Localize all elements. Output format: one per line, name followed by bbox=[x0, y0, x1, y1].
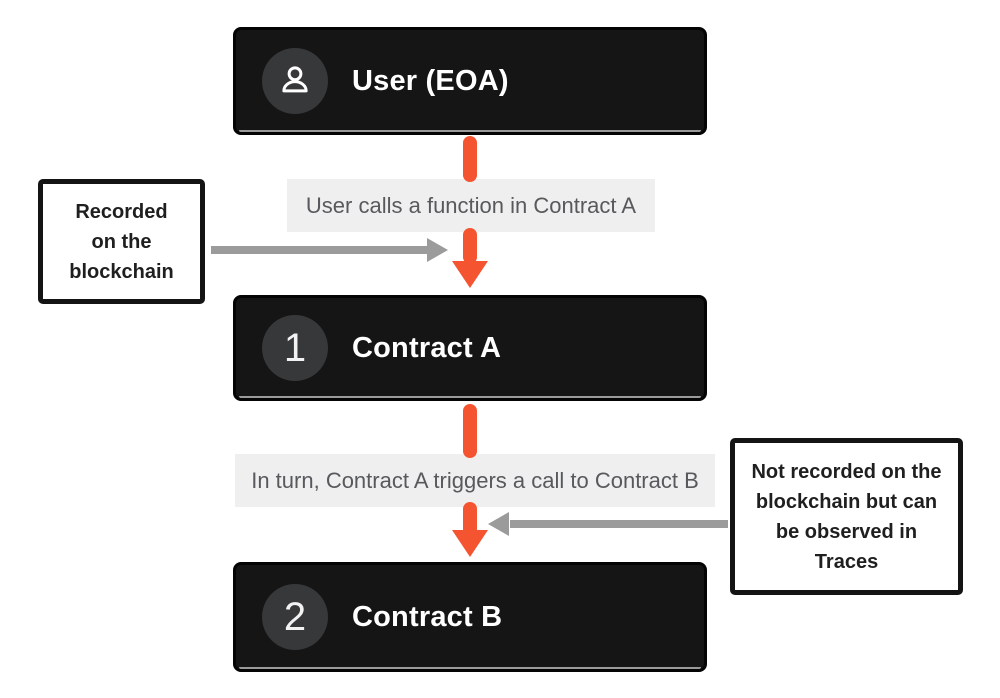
node-user-eoa: User (EOA) bbox=[233, 27, 707, 135]
node-contract-b: 2 Contract B bbox=[233, 562, 707, 672]
flow-arrowhead-down-icon bbox=[452, 530, 488, 557]
user-avatar-circle bbox=[262, 48, 328, 114]
note-arrowhead-right-icon bbox=[427, 238, 448, 262]
contract-a-number-circle: 1 bbox=[262, 315, 328, 381]
contract-a-badge: 1 bbox=[283, 326, 307, 370]
flow-arrowhead-down-icon bbox=[452, 261, 488, 288]
note-arrow-left-shaft bbox=[211, 246, 427, 254]
edge-label-user-to-a: User calls a function in Contract A bbox=[287, 179, 655, 232]
flow-arrow-user-to-a-segment bbox=[463, 228, 477, 264]
flow-arrow-user-to-a-segment bbox=[463, 136, 477, 182]
node-user-title: User (EOA) bbox=[352, 64, 509, 97]
flow-arrow-a-to-b-segment bbox=[463, 502, 477, 536]
contract-b-badge: 2 bbox=[283, 595, 307, 639]
note-arrowhead-left-icon bbox=[488, 512, 509, 536]
node-contract-a-title: Contract A bbox=[352, 331, 502, 364]
node-contract-b-title: Contract B bbox=[352, 600, 503, 633]
contract-b-number-circle: 2 bbox=[262, 584, 328, 650]
edge-label-a-to-b: In turn, Contract A triggers a call to C… bbox=[235, 454, 715, 507]
note-arrow-right-shaft bbox=[510, 520, 728, 528]
person-icon bbox=[274, 60, 316, 102]
node-contract-a: 1 Contract A bbox=[233, 295, 707, 401]
flow-arrow-a-to-b-segment bbox=[463, 404, 477, 458]
